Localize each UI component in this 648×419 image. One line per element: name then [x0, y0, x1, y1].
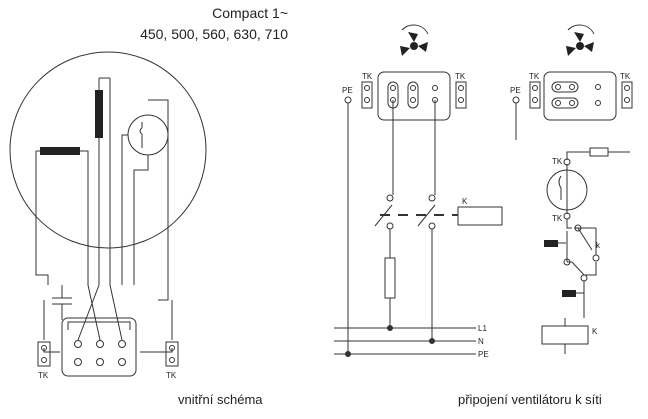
diagram-labels: TK TK TK TK PE K L1 N PE TK TK PE TK TK …: [38, 72, 631, 380]
tk-label-thermal-top: TK: [552, 157, 563, 166]
network-scheme-one: [334, 24, 503, 357]
tk-label-thermal-bottom: TK: [552, 214, 563, 223]
diagram-size-list: 450, 500, 560, 630, 710: [140, 26, 288, 42]
tk-label-mid-left: TK: [362, 72, 373, 81]
motor-housing-circle: [9, 51, 207, 249]
k-label-mid: K: [462, 197, 468, 206]
diagram-title: Compact 1~: [212, 5, 288, 21]
network-connection-caption: připojení ventilátoru k síti: [458, 392, 602, 407]
motor-winding-main: [95, 90, 103, 138]
tk-label-right-left: TK: [529, 72, 540, 81]
fuse-mid: [384, 257, 396, 299]
terminal-block-left: [61, 317, 137, 377]
n-label: N: [478, 337, 484, 346]
network-scheme-two: [512, 24, 633, 354]
internal-scheme-caption: vnitřní schéma: [178, 392, 263, 407]
tk-terminal-right: [165, 341, 179, 367]
contactor-k-right: [541, 325, 589, 345]
internal-scheme: [9, 51, 207, 377]
l1-label: L1: [478, 324, 487, 333]
pe-label-right: PE: [510, 86, 521, 95]
contactor-k-mid: [457, 206, 503, 226]
tk-label-right-right: TK: [620, 72, 631, 81]
tk-label-mid-right: TK: [455, 72, 466, 81]
thermal-contact-circle: [127, 114, 169, 156]
terminal-box-mid: [377, 71, 451, 121]
k-small-label: k: [596, 241, 601, 250]
tk-label-left: TK: [38, 371, 49, 380]
terminal-box-right: [543, 71, 617, 121]
tk-label-right: TK: [166, 371, 177, 380]
pe-label-mid: PE: [342, 86, 353, 95]
motor-winding-aux: [40, 147, 80, 155]
pe-line-label: PE: [478, 350, 489, 359]
k-label-right: K: [592, 327, 598, 336]
tk-terminal-left: [37, 341, 51, 367]
